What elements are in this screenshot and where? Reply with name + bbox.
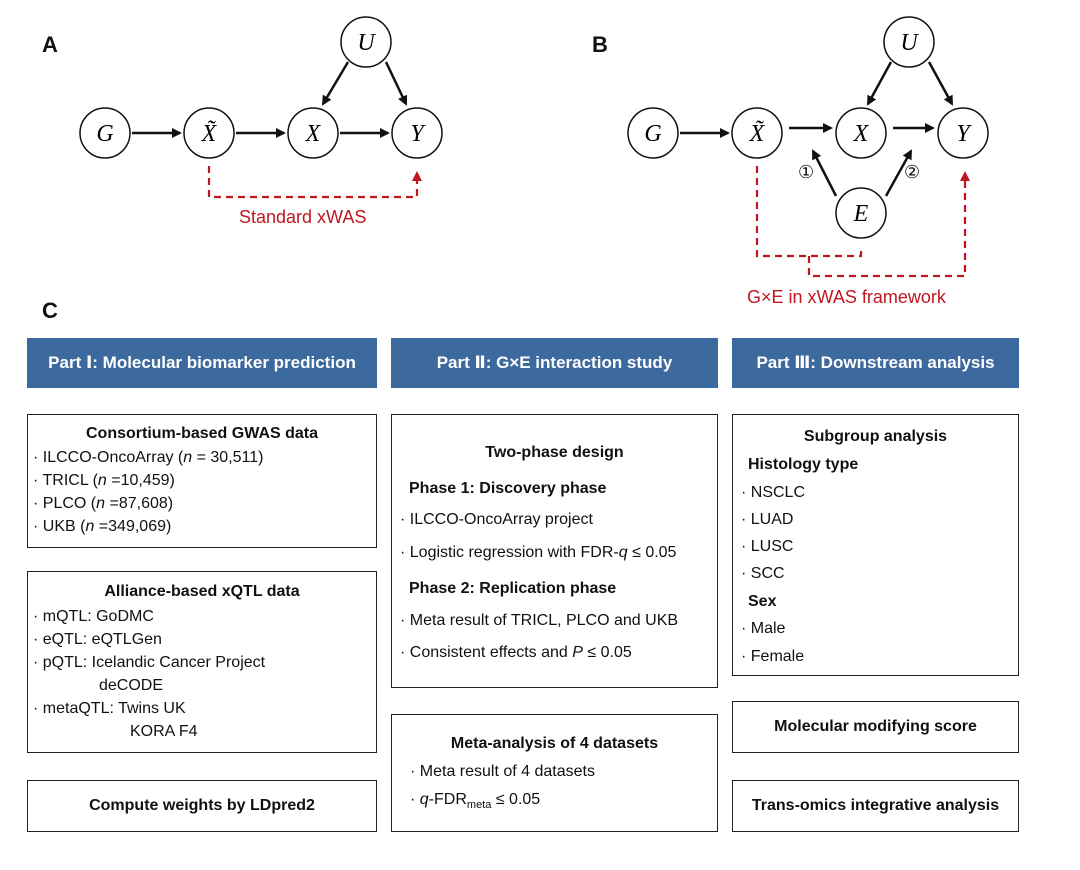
node-x-b xyxy=(835,107,887,159)
trans-omics-label: Trans-omics integrative analysis xyxy=(751,797,1000,814)
node-u-a xyxy=(340,16,392,68)
label-g-a: G xyxy=(96,121,113,147)
arrow-u-x-a xyxy=(321,61,350,106)
sex-item-male: · Male xyxy=(741,620,786,637)
arrow-u-y-a xyxy=(384,61,408,106)
xqtl-data-box: Alliance-based xQTL data · mQTL: GoDMC ·… xyxy=(27,571,377,753)
standard-xwas-label: Standard xWAS xyxy=(239,207,367,227)
label-g-b: G xyxy=(644,121,661,147)
sex-heading: Sex xyxy=(748,593,777,610)
label-u-b: U xyxy=(900,30,919,56)
molecular-modifying-score-label: Molecular modifying score xyxy=(774,718,977,735)
gwas-item-ukb: · UKB (n =349,069) xyxy=(33,518,172,535)
xqtl-item-metaqtl: · metaQTL: Twins UK xyxy=(33,700,186,717)
xqtl-item-eqtl: · eQTL: eQTLGen xyxy=(33,631,162,648)
panel-a-dag: U G X̃ X Y xyxy=(79,16,443,199)
xqtl-title: Alliance-based xQTL data xyxy=(104,583,300,600)
phase2-item-meta: · Meta result of TRICL, PLCO and UKB xyxy=(400,612,679,629)
label-u-a: U xyxy=(357,30,376,56)
histology-heading: Histology type xyxy=(748,456,859,473)
molecular-modifying-score-box: Molecular modifying score xyxy=(732,701,1019,753)
label-x-a: X xyxy=(305,121,322,147)
dag-diagrams: U G X̃ X Y U G X̃ X Y E xyxy=(79,16,989,278)
histology-item-lusc: · LUSC xyxy=(741,538,794,555)
node-xtilde-a xyxy=(183,107,235,159)
two-phase-title: Two-phase design xyxy=(485,444,624,461)
histology-item-scc: · SCC xyxy=(741,565,785,582)
arrow-u-y-b xyxy=(927,61,954,106)
meta-analysis-title: Meta-analysis of 4 datasets xyxy=(450,735,659,752)
label-y-a: Y xyxy=(410,121,426,147)
gwas-item-tricl: · TRICL (n =10,459) xyxy=(33,472,175,489)
meta-item-result: · Meta result of 4 datasets xyxy=(410,763,595,780)
meta-item-qfdr: · q-FDRmeta ≤ 0.05 xyxy=(410,791,541,812)
part2-header: Part Ⅱ: G×E interaction study xyxy=(391,338,718,388)
meta-analysis-box: Meta-analysis of 4 datasets · Meta resul… xyxy=(391,714,718,832)
gwas-title: Consortium-based GWAS data xyxy=(85,425,319,442)
compute-weights-label: Compute weights by LDpred2 xyxy=(89,797,315,814)
xqtl-item-decode: deCODE xyxy=(99,677,164,694)
node-g-a xyxy=(79,107,131,159)
part1-header: Part Ⅰ: Molecular biomarker prediction xyxy=(27,338,377,388)
arrow-u-x-b xyxy=(866,61,893,106)
panel-b-letter: B xyxy=(592,32,608,57)
subgroup-analysis-box: Subgroup analysis Histology type · NSCLC… xyxy=(732,414,1019,676)
phase2-item-consistent: · Consistent effects and P ≤ 0.05 xyxy=(400,644,632,661)
marker-1: ① xyxy=(798,162,815,183)
trans-omics-box: Trans-omics integrative analysis xyxy=(732,780,1019,832)
sex-item-female: · Female xyxy=(741,648,805,665)
phase1-heading: Phase 1: Discovery phase xyxy=(409,480,607,497)
dashed-standard-xwas xyxy=(207,166,422,199)
arrow-e-interaction-2 xyxy=(884,149,913,197)
phase2-heading: Phase 2: Replication phase xyxy=(409,580,617,597)
node-xtilde-b xyxy=(731,107,783,159)
gwas-item-ilcco: · ILCCO-OncoArray (n = 30,511) xyxy=(33,449,264,466)
node-e-b xyxy=(835,187,887,239)
xqtl-item-kora: KORA F4 xyxy=(130,723,198,740)
subgroup-title: Subgroup analysis xyxy=(803,428,948,445)
panel-a-letter: A xyxy=(42,32,58,57)
two-phase-design-box: Two-phase design Phase 1: Discovery phas… xyxy=(391,414,718,688)
histology-item-luad: · LUAD xyxy=(741,511,794,528)
node-y-b xyxy=(937,107,989,159)
panel-c-letter: C xyxy=(42,298,58,323)
dashed-xtilde-e xyxy=(755,166,863,258)
panel-b-dag: U G X̃ X Y E xyxy=(627,16,989,278)
part3-header: Part Ⅲ: Downstream analysis xyxy=(732,338,1019,388)
label-y-b: Y xyxy=(956,121,972,147)
label-x-b: X xyxy=(853,121,870,147)
phase1-item-ilcco: · ILCCO-OncoArray project xyxy=(400,511,593,528)
dashed-gxe-to-y xyxy=(807,171,970,278)
arrow-e-interaction-1 xyxy=(811,149,838,197)
node-g-b xyxy=(627,107,679,159)
gxe-xwas-label: G×E in xWAS framework xyxy=(747,287,946,307)
compute-weights-box: Compute weights by LDpred2 xyxy=(27,780,377,832)
label-xtilde-b: X̃ xyxy=(749,120,766,147)
label-xtilde-a: X̃ xyxy=(201,120,218,147)
phase1-item-logistic: · Logistic regression with FDR-q ≤ 0.05 xyxy=(400,544,677,561)
label-e-b: E xyxy=(853,201,869,227)
histology-item-nsclc: · NSCLC xyxy=(741,484,806,501)
xqtl-item-mqtl: · mQTL: GoDMC xyxy=(33,608,154,625)
gwas-data-box: Consortium-based GWAS data · ILCCO-OncoA… xyxy=(27,414,377,548)
node-x-a xyxy=(287,107,339,159)
gwas-item-plco: · PLCO (n =87,608) xyxy=(33,495,174,512)
node-y-a xyxy=(391,107,443,159)
node-u-b xyxy=(883,16,935,68)
marker-2: ② xyxy=(904,162,921,183)
xqtl-item-pqtl: · pQTL: Icelandic Cancer Project xyxy=(33,654,266,671)
